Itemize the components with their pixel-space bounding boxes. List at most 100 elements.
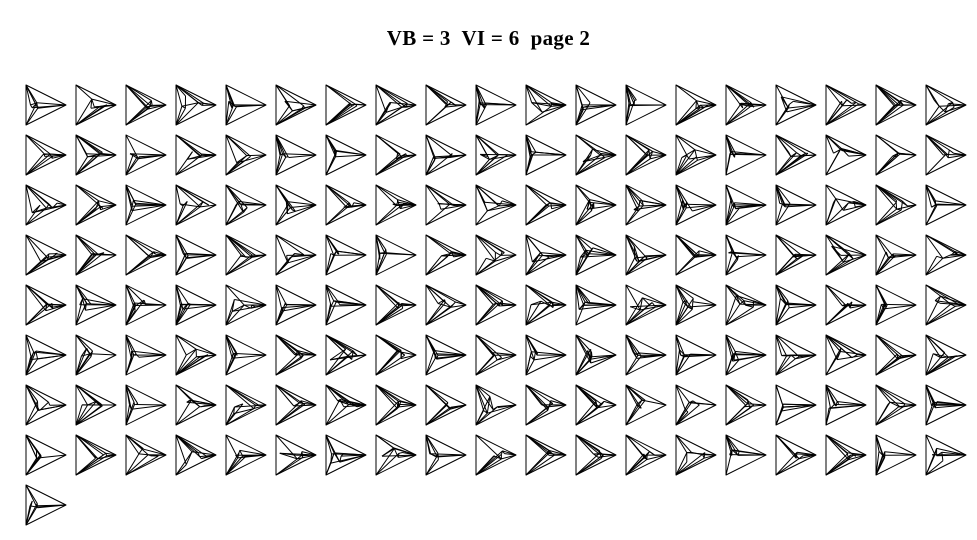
triangulation-27 — [375, 134, 417, 176]
edge — [225, 352, 237, 376]
edge — [625, 134, 654, 153]
triangulation-97 — [75, 334, 117, 376]
triangulation-50 — [575, 184, 617, 226]
outer-triangle — [425, 234, 467, 276]
edge — [449, 154, 467, 158]
edge — [579, 304, 617, 310]
edge — [735, 254, 767, 258]
outer-triangle — [225, 184, 267, 226]
edge — [825, 407, 830, 426]
edge — [186, 348, 197, 356]
edge — [225, 254, 253, 276]
edge — [575, 134, 601, 154]
triangulation-52 — [675, 184, 717, 226]
edge — [275, 134, 282, 155]
edge — [425, 84, 447, 105]
edge — [625, 434, 656, 456]
edge — [297, 350, 317, 356]
edge — [831, 245, 867, 256]
edge — [325, 151, 337, 176]
edge — [694, 149, 697, 157]
edge — [734, 153, 767, 156]
edge — [375, 134, 401, 155]
edge — [475, 450, 503, 476]
edge — [37, 104, 67, 109]
edge — [339, 399, 367, 406]
edge — [943, 154, 946, 156]
edge — [225, 234, 256, 256]
edge — [234, 203, 238, 207]
edge — [25, 409, 39, 426]
edge — [725, 406, 745, 426]
edge — [675, 184, 684, 210]
edge — [902, 403, 906, 407]
edge — [129, 153, 167, 156]
edge — [325, 334, 358, 356]
edge — [40, 404, 67, 411]
edge — [381, 447, 394, 457]
edge — [98, 200, 100, 205]
triangulation-8 — [375, 84, 417, 126]
edge — [955, 305, 961, 307]
triangulation-23 — [175, 134, 217, 176]
edge — [234, 299, 267, 306]
edge — [325, 184, 353, 208]
triangulation-15 — [725, 84, 767, 126]
edge — [679, 349, 685, 356]
edge — [375, 349, 402, 376]
edge — [375, 384, 398, 405]
edge — [588, 302, 617, 306]
outer-triangle — [525, 184, 567, 226]
edge — [743, 404, 767, 408]
edge — [245, 454, 267, 457]
edge — [125, 404, 135, 426]
edge — [286, 201, 317, 206]
edge — [175, 406, 201, 426]
edge — [175, 334, 187, 356]
outer-triangle — [325, 184, 367, 226]
edge — [75, 400, 97, 426]
edge — [275, 253, 295, 276]
edge — [340, 453, 344, 457]
edge — [675, 149, 696, 176]
edge — [936, 401, 967, 406]
edge — [375, 384, 402, 402]
edge — [425, 434, 439, 454]
edge — [239, 449, 267, 456]
edge — [875, 334, 905, 358]
triangulation-78 — [75, 284, 117, 326]
edge — [725, 434, 739, 456]
edge — [889, 401, 917, 406]
triangulation-57 — [925, 184, 967, 226]
triangulation-26 — [325, 134, 367, 176]
edge — [575, 384, 603, 405]
edge — [425, 284, 439, 304]
triangulation-9 — [425, 84, 467, 126]
triangulation-18 — [875, 84, 917, 126]
edge — [225, 456, 247, 476]
edge — [551, 102, 553, 105]
edge — [725, 102, 752, 126]
edge — [335, 150, 367, 156]
edge — [686, 201, 693, 212]
triangulation-96 — [25, 334, 67, 376]
edge — [275, 234, 305, 256]
edge — [475, 354, 496, 376]
outer-triangle — [275, 234, 317, 276]
edge — [525, 300, 542, 326]
edge — [175, 434, 208, 458]
edge — [90, 303, 117, 306]
outer-triangle — [275, 184, 317, 226]
edge — [875, 84, 904, 106]
edge — [225, 104, 234, 126]
edge — [275, 234, 289, 263]
edge — [525, 234, 543, 256]
edge — [337, 250, 367, 256]
triangulation-114 — [925, 334, 967, 376]
edge — [175, 106, 183, 126]
outer-triangle — [475, 334, 517, 376]
outer-triangle — [175, 334, 217, 376]
triangulation-85 — [425, 284, 467, 326]
edge — [175, 303, 192, 326]
edge — [175, 234, 184, 254]
